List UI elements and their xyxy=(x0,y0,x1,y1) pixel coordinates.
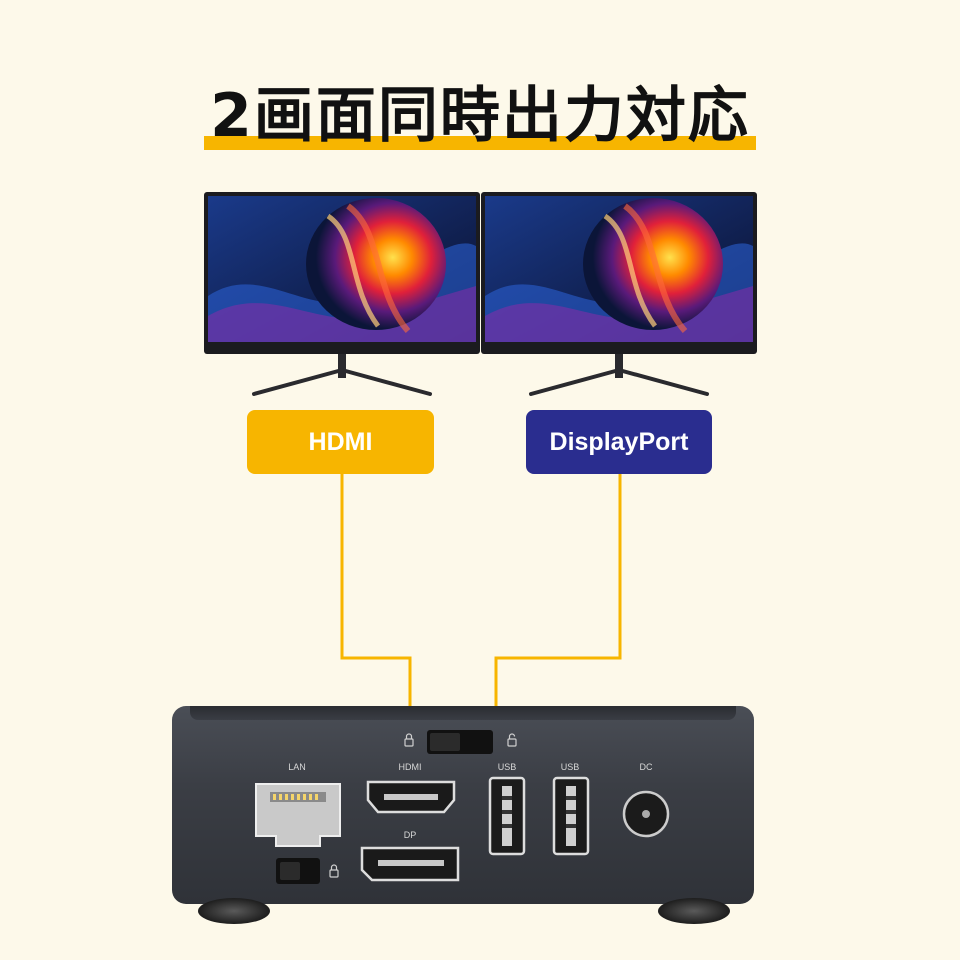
headline-text: 2画面同時出力対応 xyxy=(210,81,750,151)
port-label-dc: DC xyxy=(639,762,653,772)
monitor-left-stand xyxy=(252,368,432,396)
monitor-left-screen xyxy=(208,196,476,342)
lock-icon xyxy=(329,864,339,878)
device-foot-right xyxy=(658,898,730,924)
monitor-right xyxy=(481,192,757,402)
headline-container: 2画面同時出力対応 xyxy=(0,80,960,152)
device-ports xyxy=(255,730,670,884)
mini-pc-top-edge xyxy=(190,706,736,720)
unlock-icon xyxy=(507,733,517,747)
dc-power-port xyxy=(622,790,670,838)
usb-port-1 xyxy=(488,776,526,856)
monitor-right-stand xyxy=(529,368,709,396)
monitor-right-neck xyxy=(615,354,623,378)
lock-icon xyxy=(404,733,414,747)
port-label-hdmi: HDMI xyxy=(398,762,422,772)
monitor-right-screen xyxy=(485,196,753,342)
mini-pc-rear: LAN HDMI USB USB DC DP xyxy=(172,706,754,904)
port-label-usb-1: USB xyxy=(497,762,517,772)
port-label-dp: DP xyxy=(403,830,417,840)
device-foot-left xyxy=(198,898,270,924)
monitor-right-frame xyxy=(481,192,757,354)
port-label-usb-2: USB xyxy=(560,762,580,772)
headline: 2画面同時出力対応 xyxy=(204,80,756,152)
displayport-port xyxy=(360,846,460,882)
displayport-label: DisplayPort xyxy=(526,410,712,474)
monitor-left xyxy=(204,192,480,402)
wallpaper-image xyxy=(485,196,753,342)
monitor-left-neck xyxy=(338,354,346,378)
usb-port-2 xyxy=(552,776,590,856)
security-slot-top xyxy=(427,730,493,754)
security-slot-bottom xyxy=(276,858,320,884)
lan-port xyxy=(255,783,341,847)
wallpaper-image xyxy=(208,196,476,342)
hdmi-label: HDMI xyxy=(247,410,434,474)
port-label-lan: LAN xyxy=(288,762,306,772)
headline-underline xyxy=(204,136,756,150)
hdmi-port xyxy=(366,780,456,814)
monitor-left-frame xyxy=(204,192,480,354)
